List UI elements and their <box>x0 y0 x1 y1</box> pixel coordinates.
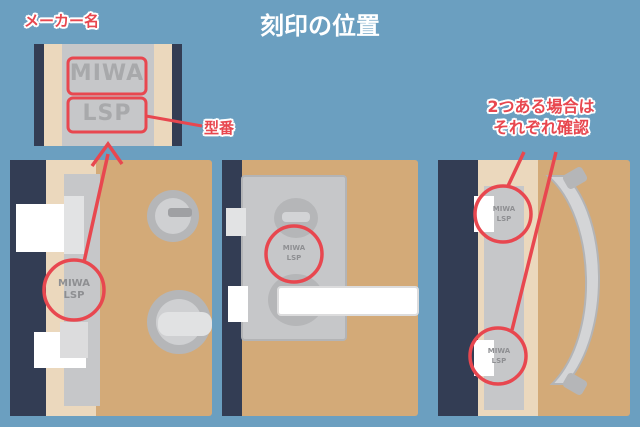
right-upper-maker-stamp: MIWA <box>492 205 516 213</box>
right-upper-model-stamp: LSP <box>496 215 512 223</box>
center-maker-stamp: MIWA <box>282 244 306 252</box>
right-lower-maker-stamp: MIWA <box>487 347 511 355</box>
maker-name-label: メーカー名 <box>24 12 100 30</box>
model-number-label: 型番 <box>204 119 235 137</box>
page-title: 刻印の位置 <box>260 12 380 40</box>
two-places-callout: 2つある場合は それぞれ確認 <box>456 96 626 138</box>
center-model-stamp: LSP <box>286 254 302 262</box>
left-model-stamp: LSP <box>63 290 85 301</box>
door-panel-right <box>438 151 630 416</box>
closeup-model-stamp: LSP <box>82 101 132 126</box>
closeup-maker-stamp: MIWA <box>69 61 145 86</box>
right-lower-model-stamp: LSP <box>491 357 507 365</box>
door-panel-left <box>10 140 212 416</box>
left-maker-stamp: MIWA <box>58 278 90 289</box>
door-panel-center <box>222 160 419 416</box>
two-places-line2: それぞれ確認 <box>492 118 589 137</box>
faceplate-closeup <box>34 44 203 146</box>
two-places-line1: 2つある場合は <box>487 97 595 116</box>
